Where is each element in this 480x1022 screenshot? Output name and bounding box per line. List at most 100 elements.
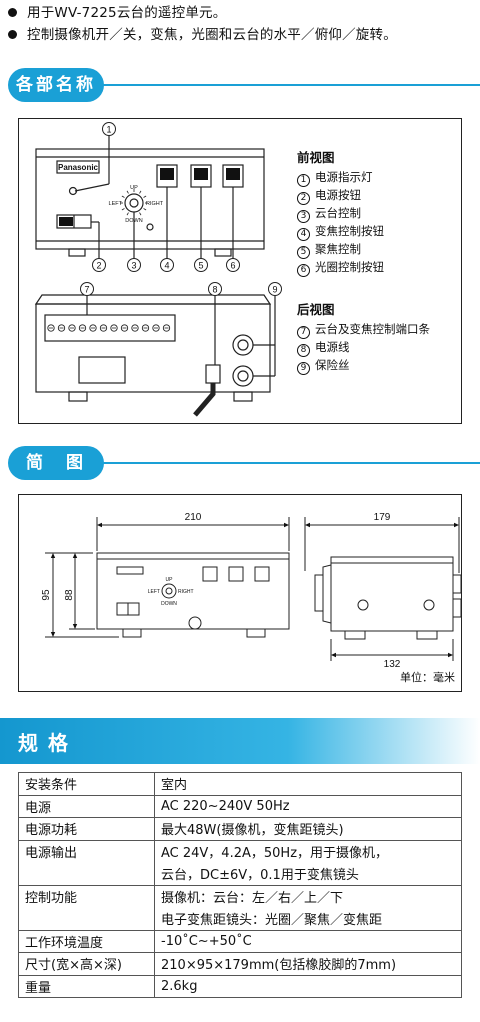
callout-badge: 2 [297, 191, 310, 205]
legend-label: 变焦控制按钮 [315, 223, 384, 238]
terminal-strip [44, 314, 176, 342]
dimension-arrow-icon [72, 624, 78, 629]
dim-width-label: 210 [185, 512, 202, 523]
spec-row: 工作环境温度-10˚C~+50˚C [18, 929, 462, 953]
key-button-cap [160, 168, 174, 180]
spec-value-cell: AC 220~240V 50Hz [154, 794, 462, 818]
fuse-icon [232, 365, 254, 387]
brand-text: Panasonic [58, 163, 99, 172]
spec-key-cell: 电源输出 [18, 839, 155, 863]
diagram-section-title: 简 图 [8, 446, 104, 480]
legend-label: 光圈控制按钮 [315, 259, 384, 274]
spec-key-cell: 重量 [18, 974, 155, 998]
callout-badge: 7 [297, 325, 310, 339]
joystick-icon [124, 193, 144, 213]
rear-callout-number: 8 [212, 284, 217, 294]
dimension-arrow-icon [448, 652, 453, 658]
front-callout-number: 6 [230, 260, 235, 270]
callout-badge: 5 [297, 245, 310, 259]
legend-item: 6 光圈控制按钮 [297, 259, 384, 277]
dimension-arrow-icon [331, 652, 336, 658]
front-callout-number: 5 [198, 260, 203, 270]
front-callout-circle [160, 258, 174, 272]
callout-badge: 8 [297, 343, 310, 357]
front-callout-circle [102, 122, 116, 136]
rear-callout-circle [80, 282, 94, 296]
dimension-arrow-icon [97, 522, 102, 528]
rear-unit-top [34, 294, 272, 305]
parts-section-title: 各部名称 [8, 68, 104, 102]
spec-key-cell: 电源功耗 [18, 817, 155, 841]
legend-item: 2 电源按钮 [297, 187, 384, 205]
legend-item: 5 聚焦控制 [297, 241, 384, 259]
front-callout-circle [226, 258, 240, 272]
front-callout-number: 4 [164, 260, 169, 270]
legend-label: 云台控制 [315, 205, 361, 220]
legend-label: 电源线 [315, 339, 350, 354]
dimension-arrow-icon [50, 553, 56, 558]
intro-bullets: 用于WV-7225云台的遥控单元。 控制摄像机开／关，变焦，光圈和云台的水平／俯… [8, 2, 478, 46]
rear-callout-circle [208, 282, 222, 296]
rear-callout-number: 7 [84, 284, 89, 294]
unit-note: 单位：毫米 [400, 670, 455, 684]
dimension-arrow-icon [72, 553, 78, 558]
spec-row: 尺寸(宽×高×深)210×95×179mm(包括橡胶脚的7mm) [18, 952, 462, 976]
spec-key-cell: 尺寸(宽×高×深) [18, 952, 155, 976]
callout-badge: 4 [297, 227, 310, 241]
legend-item: 9 保险丝 [297, 357, 430, 375]
outline-left-label: LEFT [148, 589, 160, 595]
spec-value-cell: AC 24V，4.2A，50Hz，用于摄像机， [154, 839, 462, 863]
legend-label: 电源指示灯 [315, 169, 373, 184]
front-view-title: 前视图 [297, 150, 335, 165]
joystick-up-label: UP [130, 185, 138, 191]
outline-up-label: UP [166, 577, 174, 583]
spec-row: 控制功能摄像机：云台：左／右／上／下 [18, 884, 462, 908]
dimension-drawing: 210 179 95 88 132 UP DOWN LEFT RIGHT 单位：… [41, 512, 462, 684]
front-callout-circle [92, 258, 106, 272]
spec-row: 云台，DC±6V，0.1用于变焦镜头 [18, 862, 462, 886]
spec-value-cell: 最大48W(摄像机，变焦距镜头) [154, 817, 462, 841]
spec-value-cell: 210×95×179mm(包括橡胶脚的7mm) [154, 952, 462, 976]
spec-key-cell: 工作环境温度 [18, 929, 155, 953]
legend-item: 8 电源线 [297, 339, 430, 357]
rear-view-title: 后视图 [297, 302, 335, 317]
dimension-arrow-icon [305, 522, 310, 528]
spec-section-title: 规格 [18, 731, 78, 755]
spec-key-cell: 电源 [18, 794, 155, 818]
diagram-section-rule [100, 462, 480, 464]
dim-base-label: 132 [384, 659, 401, 670]
legend-item: 4 变焦控制按钮 [297, 223, 384, 241]
outline-joystick-icon [161, 583, 177, 599]
spec-key-cell [18, 907, 155, 931]
legend-label: 电源按钮 [315, 187, 361, 202]
spec-value-cell: 2.6kg [154, 974, 462, 998]
bullet-dot-icon [8, 30, 17, 39]
power-button-cap [59, 217, 73, 226]
bullet-text: 控制摄像机开／关，变焦，光圈和云台的水平／俯仰／旋转。 [27, 27, 397, 43]
front-unit-body [35, 148, 265, 250]
joystick-down-label: DOWN [125, 218, 142, 224]
spec-row: 电源功耗最大48W(摄像机，变焦距镜头) [18, 817, 462, 841]
callout-badge: 9 [297, 361, 310, 375]
front-callout-number: 1 [106, 124, 111, 134]
spec-key-cell: 控制功能 [18, 884, 155, 908]
callout-badge: 3 [297, 209, 310, 223]
legend-label: 聚焦控制 [315, 241, 361, 256]
front-callout-circle [194, 258, 208, 272]
key-button-cap [194, 168, 208, 180]
legend-item: 3 云台控制 [297, 205, 384, 223]
diagram-panel: 210 179 95 88 132 UP DOWN LEFT RIGHT 单位：… [18, 494, 462, 692]
spec-key-cell: 安装条件 [18, 772, 155, 796]
dim-body-height-label: 88 [64, 589, 75, 601]
outline-side-body [330, 556, 454, 632]
power-cord-grommet [205, 364, 221, 384]
spec-value-cell: 室内 [154, 772, 462, 796]
spec-value-cell: 摄像机：云台：左／右／上／下 [154, 884, 462, 908]
legend-label: 保险丝 [315, 357, 350, 372]
callout-badge: 6 [297, 263, 310, 277]
front-callout-circle [127, 258, 141, 272]
